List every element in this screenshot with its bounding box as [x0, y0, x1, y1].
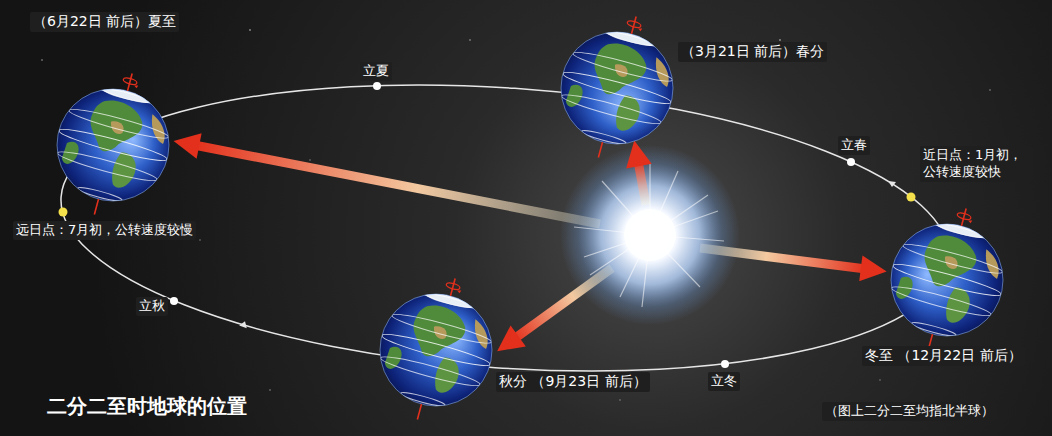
stars	[41, 29, 991, 401]
earth-globe	[45, 72, 182, 217]
sunlight-arrows	[194, 145, 866, 339]
season-label: 秋分 （9月23日 前后）	[496, 372, 650, 392]
orbit-label: 立夏	[360, 62, 392, 81]
diagram-title: 二分二至时地球的位置	[44, 392, 250, 421]
season-label: （3月21日 前后）春分	[678, 42, 827, 62]
season-label-box: （6月22日 前后）夏至	[30, 12, 179, 32]
season-label-box: 冬至 （12月22日 前后）	[862, 346, 1025, 366]
season-label: 冬至 （12月22日 前后）	[862, 346, 1025, 366]
earth-globe	[879, 207, 1016, 352]
orbit-label: 立秋	[136, 297, 168, 316]
orbit-label: 立春	[838, 136, 870, 155]
sun	[560, 145, 740, 325]
season-label-box: 秋分 （9月23日 前后）	[496, 372, 650, 392]
earth-globe	[368, 277, 505, 422]
season-label: （6月22日 前后）夏至	[30, 12, 179, 32]
orbit-label: 立冬	[708, 372, 740, 391]
orbit-label: 远日点：7月初，公转速度较慢	[13, 221, 196, 240]
season-label-box: （3月21日 前后）春分	[678, 42, 827, 62]
earth-globe	[549, 15, 686, 160]
orbit-label: （图上二分二至均指北半球）	[822, 402, 997, 421]
orbit-label: 近日点：1月初， 公转速度较快	[920, 146, 1033, 182]
